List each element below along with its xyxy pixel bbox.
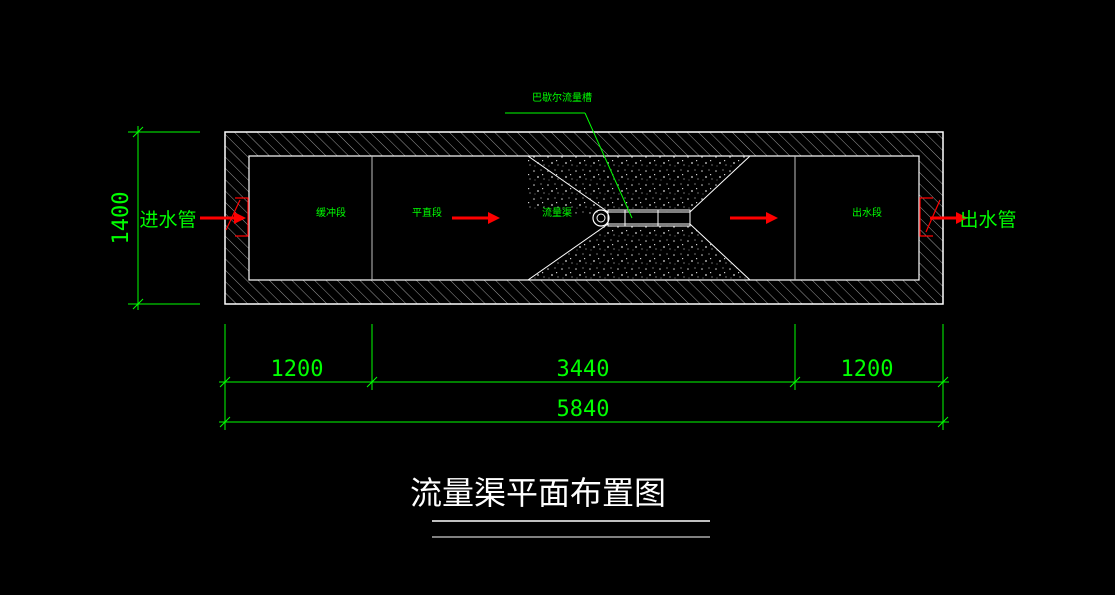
section-label-buffer: 缓冲段 (316, 206, 346, 219)
outlet-pipe (919, 197, 941, 237)
flume-fill (526, 155, 752, 281)
inlet-label: 进水管 (139, 209, 196, 231)
section-label-straight: 平直段 (412, 206, 442, 219)
flume-callout-label: 巴歇尔流量槽 (532, 91, 592, 104)
flume-arrow-icon (730, 212, 778, 224)
dimension-middle: 3440 (557, 357, 610, 382)
title-underline (432, 520, 710, 538)
section-label-flume: 流量渠 (542, 206, 572, 219)
dimension-left: 1200 (271, 357, 324, 382)
section-label-outlet: 出水段 (852, 206, 882, 219)
gauge-well-icon (592, 209, 610, 227)
drawing-title: 流量渠平面布置图 (410, 474, 666, 512)
flow-arrows (200, 212, 968, 224)
outlet-label: 出水管 (959, 209, 1016, 231)
inlet-arrow-icon (200, 212, 246, 224)
section-dividers (371, 156, 796, 280)
height-dimension (128, 126, 200, 310)
dimension-total: 5840 (557, 397, 610, 422)
height-dimension-value: 1400 (109, 192, 134, 245)
straight-arrow-icon (452, 212, 500, 224)
flume-callout-leader (505, 112, 633, 219)
inlet-pipe (225, 197, 249, 237)
dimension-right: 1200 (841, 357, 894, 382)
width-dimensions (219, 324, 949, 430)
outlet-arrow-icon (930, 212, 968, 224)
